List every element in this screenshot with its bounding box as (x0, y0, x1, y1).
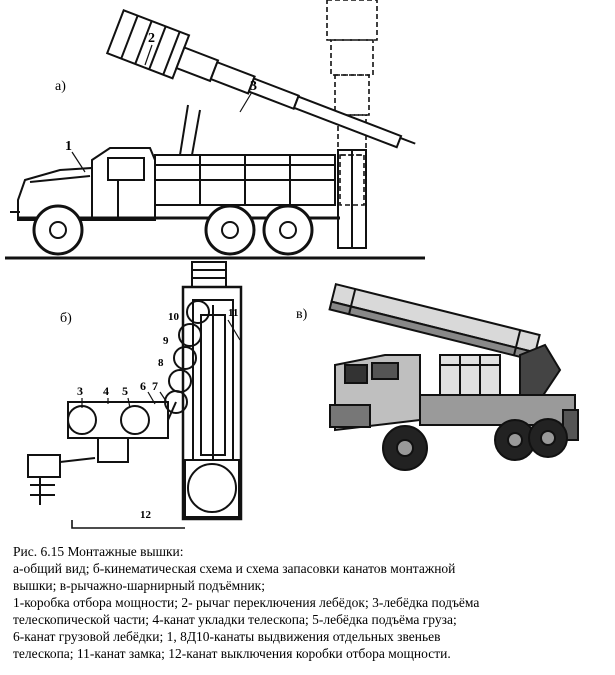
callout-b-10: 10 (168, 311, 180, 323)
callout-b-9: 9 (163, 335, 169, 347)
callout-b-7: 7 (152, 379, 158, 393)
wheel-icon (528, 418, 568, 458)
callout-a-1: 1 (65, 139, 72, 154)
callout-a-3: 3 (250, 79, 257, 94)
callout-b-3: 3 (77, 384, 83, 398)
wheel-icon (262, 204, 314, 256)
panel-b-drawing (27, 261, 243, 529)
caption-line: вышки; в-рычажно-шарнирный подъёмник; (13, 578, 265, 593)
callout-a-2: 2 (148, 31, 155, 46)
callout-b-11: 11 (228, 307, 238, 319)
panel-label-b: б) (60, 311, 72, 326)
caption-line: телескопа; 11-канат замка; 12-канат выкл… (13, 646, 451, 661)
callout-b-5: 5 (122, 384, 128, 398)
wheel-icon (32, 204, 84, 256)
callout-b-8: 8 (158, 357, 164, 369)
wheel-icon (204, 204, 256, 256)
caption-line: а-общий вид; б-кинематическая схема и сх… (13, 561, 456, 576)
panel-c-photo (328, 282, 579, 471)
callout-b-4: 4 (103, 384, 109, 398)
wheel-icon (382, 425, 428, 471)
figure-caption: Рис. 6.15 Монтажные вышки: а-общий вид; … (13, 543, 608, 662)
callout-b-6: 6 (140, 379, 146, 393)
caption-line: 1-коробка отбора мощности; 2- рычаг пере… (13, 595, 480, 610)
caption-line: телескопической части; 4-канат укладки т… (13, 612, 457, 627)
panel-a-drawing (5, 0, 425, 260)
panel-label-c: в) (296, 307, 308, 322)
wheel-icon (494, 419, 536, 461)
figure-illustration: а) б) в) 1 2 3 3 4 5 6 7 8 9 10 11 12 (5, 0, 579, 529)
callout-b-12: 12 (140, 509, 152, 521)
panel-label-a: а) (55, 79, 66, 94)
caption-line: 6-канат грузовой лебёдки; 1, 8Д10-канаты… (13, 629, 441, 644)
caption-title: Рис. 6.15 Монтажные вышки: (13, 544, 184, 559)
